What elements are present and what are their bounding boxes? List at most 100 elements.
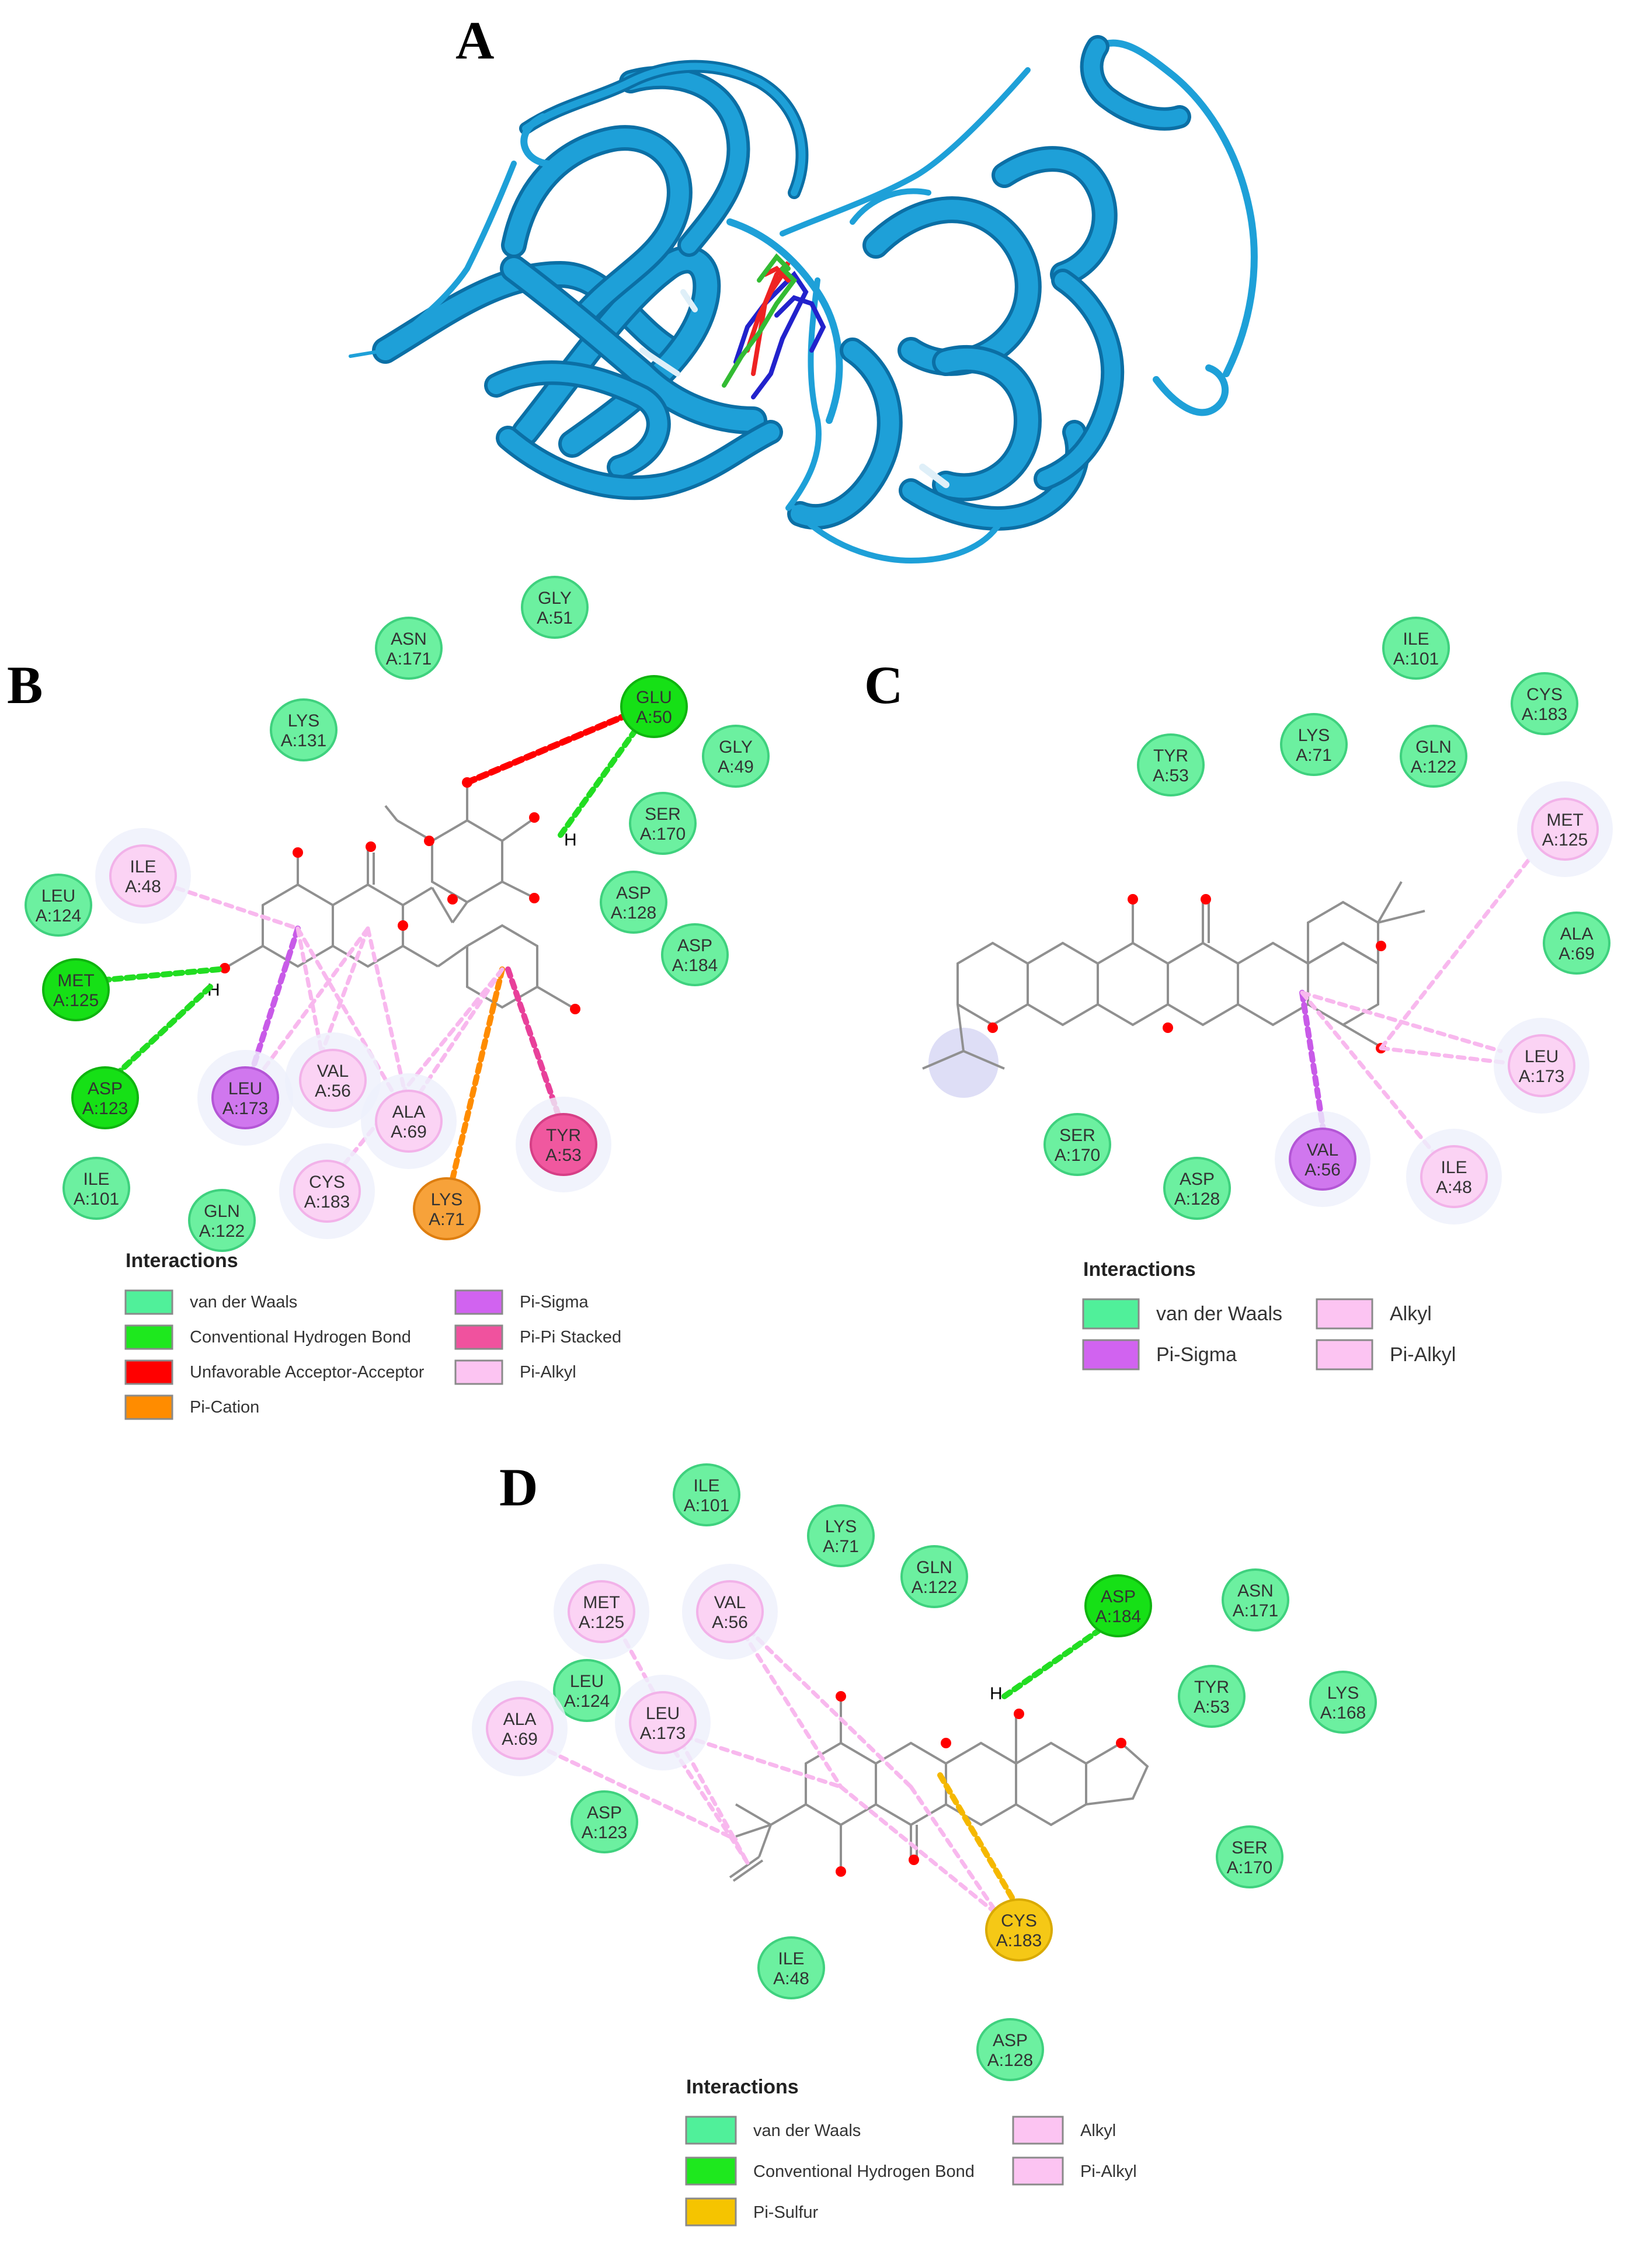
panel-c-letter: C (864, 655, 903, 715)
legend-label: Pi-Alkyl (1080, 2162, 1137, 2181)
legend-swatch (454, 1359, 503, 1385)
panel-d-letter: D (499, 1457, 538, 1517)
legend-item: Pi-Sigma (454, 1289, 589, 1315)
residue-name: LYS (431, 1190, 462, 1209)
residue-position: A:53 (1194, 1697, 1230, 1717)
hydrogen-atom-label: H (564, 830, 577, 850)
legend-label: Alkyl (1390, 1303, 1432, 1325)
legend-swatch (454, 1289, 503, 1315)
residue-name: LYS (825, 1517, 857, 1536)
residue-name: LYS (1327, 1683, 1359, 1703)
residue-position: A:170 (1227, 1858, 1272, 1877)
residue-position: A:131 (281, 731, 326, 750)
residue-name: ILE (1441, 1158, 1467, 1177)
residue-position: A:48 (773, 1969, 809, 1988)
residue-name: VAL (317, 1062, 349, 1081)
residue-name: ASP (88, 1079, 123, 1098)
legend-label: Pi-Cation (190, 1398, 259, 1417)
residue-position: A:122 (1411, 757, 1456, 777)
residue-position: A:69 (502, 1730, 538, 1749)
ligand-c-skeleton (922, 881, 1425, 1070)
residue-name: SER (1059, 1126, 1095, 1145)
legend-swatch (685, 2197, 737, 2227)
legend-item: Pi-Sigma (1082, 1339, 1237, 1370)
legend-title: Interactions (686, 2076, 799, 2098)
ligand-c-methyl-glow (928, 1028, 999, 1098)
residue-position: A:184 (672, 956, 718, 975)
residue-position: A:50 (636, 708, 672, 727)
residue-position: A:69 (391, 1122, 427, 1142)
residue-position: A:123 (582, 1823, 627, 1842)
residue-name: ILE (83, 1170, 109, 1189)
legend-item: van der Waals (1082, 1298, 1282, 1330)
residue-position: A:71 (823, 1537, 859, 1556)
residue-position: A:125 (53, 991, 99, 1010)
residue-name: ASP (1101, 1587, 1136, 1606)
residue-name: LEU (570, 1672, 604, 1691)
hydrogen-atom-label: H (990, 1684, 1003, 1703)
residue-name: LEU (41, 886, 75, 906)
residue-position: A:56 (315, 1081, 351, 1101)
legend-swatch (1012, 2156, 1064, 2186)
panel-b-letter: B (7, 655, 43, 715)
residue-name: TYR (1194, 1678, 1229, 1697)
residue-name: GLY (538, 589, 572, 608)
residue-position: A:56 (1305, 1160, 1341, 1180)
legend-swatch (124, 1394, 173, 1420)
residue-name: SER (645, 805, 681, 824)
residue-name: TYR (1153, 746, 1188, 766)
legend-item: Alkyl (1316, 1298, 1432, 1330)
legend-item: van der Waals (124, 1289, 297, 1315)
residue-position: A:173 (222, 1099, 268, 1118)
residue-name: LEU (646, 1704, 680, 1723)
residue-position: A:122 (199, 1222, 245, 1241)
residue-name: MET (583, 1593, 620, 1612)
residue-position: A:101 (684, 1496, 729, 1515)
panel-c: C (864, 617, 1613, 1370)
residue-position: A:71 (1296, 746, 1332, 765)
residue-name: SER (1232, 1838, 1268, 1857)
residue-name: ALA (1560, 924, 1594, 944)
legend-swatch (124, 1324, 173, 1350)
legend-swatch (1012, 2116, 1064, 2145)
residue-name: ILE (130, 857, 156, 876)
residue-name: ALA (392, 1102, 426, 1122)
residue-name: VAL (1307, 1140, 1338, 1160)
legend-swatch (124, 1289, 173, 1315)
residue-position: A:183 (1522, 705, 1567, 724)
legend-label: Alkyl (1080, 2121, 1116, 2140)
residue-position: A:173 (1519, 1067, 1564, 1086)
panel-d: D H (472, 1457, 1377, 2227)
legend-label: Pi-Sigma (1156, 1344, 1237, 1366)
residue-name: CYS (309, 1173, 345, 1192)
legend-item: Conventional Hydrogen Bond (685, 2156, 975, 2186)
legend-swatch (1082, 1298, 1140, 1330)
residue-position: A:128 (611, 903, 656, 923)
legend-title: Interactions (1083, 1258, 1196, 1281)
panel-b: B (7, 576, 770, 1420)
legend-label: Pi-Sulfur (753, 2203, 819, 2222)
legend-item: Pi-Alkyl (1012, 2156, 1137, 2186)
